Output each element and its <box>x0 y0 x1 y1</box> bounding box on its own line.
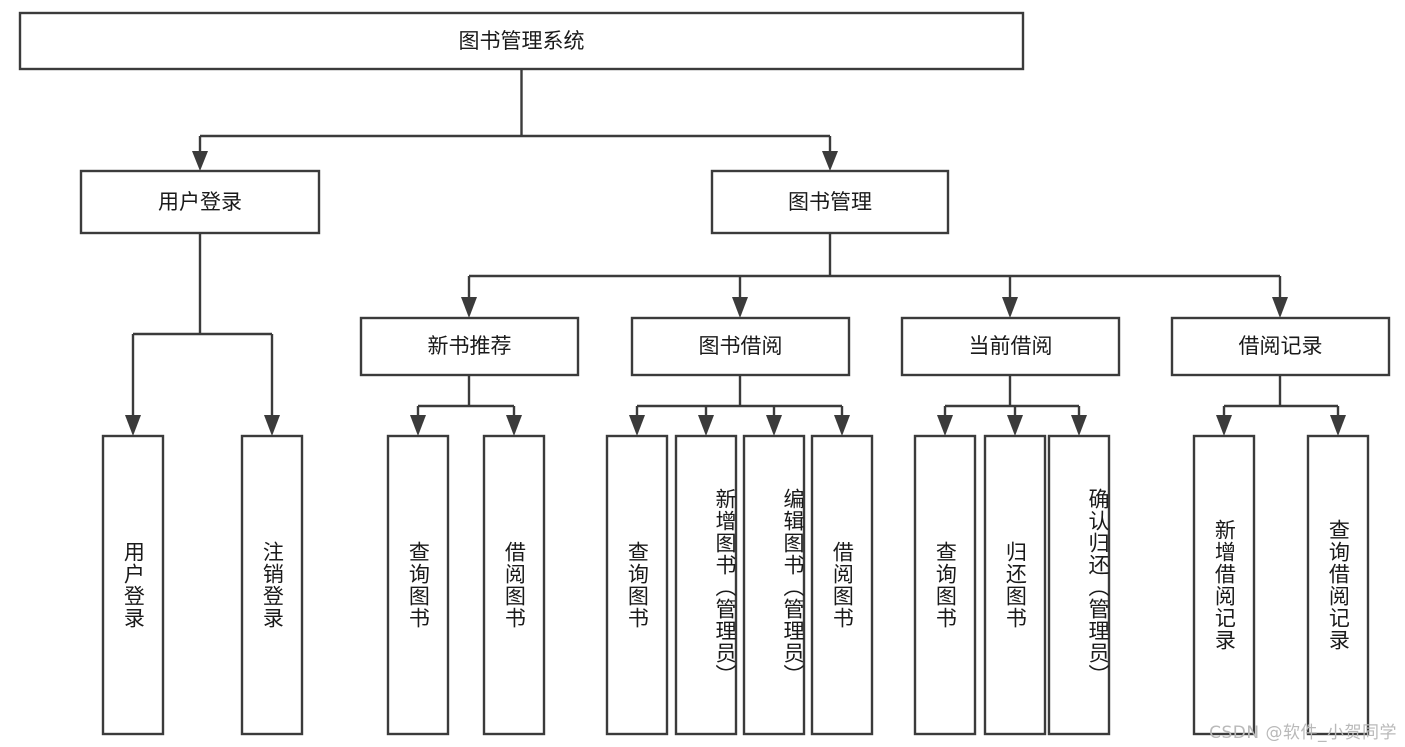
node-root[interactable]: 图书管理系统 <box>18 11 1025 71</box>
node-root-box[interactable] <box>18 11 1025 71</box>
leaf-box-current-query-book[interactable] <box>913 434 977 736</box>
arrow-head-bookborrow-leaf-3 <box>766 415 782 436</box>
csdn-watermark: CSDN @软件_小贺同学 <box>1209 723 1397 743</box>
arrow-head-currentborrow-leaf-3 <box>1071 415 1087 436</box>
node-user-login[interactable]: 用户登录 <box>79 169 321 235</box>
arrow-head-borrowrecord-leaf-2 <box>1330 415 1346 436</box>
node-borrow-record-box[interactable] <box>1170 316 1391 377</box>
node-book-management-label: 图书管理 <box>788 190 872 214</box>
arrow-head-current-borrow <box>1002 297 1018 318</box>
node-book-management-box[interactable] <box>710 169 950 235</box>
node-user-login-box[interactable] <box>79 169 321 235</box>
node-current-borrow-label: 当前借阅 <box>969 334 1053 358</box>
node-root-label: 图书管理系统 <box>459 29 585 53</box>
node-user-login-label: 用户登录 <box>158 190 242 214</box>
node-borrow-record[interactable]: 借阅记录 <box>1170 316 1391 377</box>
leaf-box-borrow-borrow-book[interactable] <box>810 434 874 736</box>
arrow-head-bookborrow-leaf-4 <box>834 415 850 436</box>
arrow-head-user-login <box>192 151 208 171</box>
node-new-book-recommend-box[interactable] <box>359 316 580 377</box>
node-book-management[interactable]: 图书管理 <box>710 169 950 235</box>
arrow-head-book-borrow <box>732 297 748 318</box>
leaf-box-layer <box>101 434 1370 736</box>
arrow-head-book-mgmt <box>822 151 838 171</box>
node-book-borrow-label: 图书借阅 <box>699 334 783 358</box>
arrow-head-borrow-record <box>1272 297 1288 318</box>
leaf-box-borrow-add-book[interactable] <box>674 434 738 736</box>
leaf-box-record-add[interactable] <box>1192 434 1256 736</box>
leaf-box-newbook-query-book[interactable] <box>386 434 450 736</box>
node-book-borrow-box[interactable] <box>630 316 851 377</box>
node-borrow-record-label: 借阅记录 <box>1239 334 1323 358</box>
arrow-head-leaf-user-login <box>125 415 141 436</box>
arrow-head-bookborrow-leaf-1 <box>629 415 645 436</box>
arrow-head-newbook-leaf-2 <box>506 415 522 436</box>
arrow-head-newbook-leaf-1 <box>410 415 426 436</box>
arrow-head-currentborrow-leaf-1 <box>937 415 953 436</box>
arrow-head-bookborrow-leaf-2 <box>698 415 714 436</box>
leaf-box-logout[interactable] <box>240 434 304 736</box>
leaf-box-current-return-book[interactable] <box>983 434 1047 736</box>
node-current-borrow-box[interactable] <box>900 316 1121 377</box>
arrow-head-new-book <box>461 297 477 318</box>
leaf-box-user-login[interactable] <box>101 434 165 736</box>
leaf-box-record-query[interactable] <box>1306 434 1370 736</box>
node-new-book-recommend[interactable]: 新书推荐 <box>359 316 580 377</box>
leaf-box-borrow-query-book[interactable] <box>605 434 669 736</box>
leaf-box-current-confirm-return[interactable] <box>1047 434 1111 736</box>
arrow-head-currentborrow-leaf-2 <box>1007 415 1023 436</box>
connector-layer <box>125 69 1346 436</box>
leaf-box-borrow-edit-book[interactable] <box>742 434 806 736</box>
arrow-head-borrowrecord-leaf-1 <box>1216 415 1232 436</box>
leaf-box-newbook-borrow-book[interactable] <box>482 434 546 736</box>
node-book-borrow[interactable]: 图书借阅 <box>630 316 851 377</box>
arrow-head-leaf-logout <box>264 415 280 436</box>
node-new-book-recommend-label: 新书推荐 <box>428 334 512 358</box>
node-current-borrow[interactable]: 当前借阅 <box>900 316 1121 377</box>
